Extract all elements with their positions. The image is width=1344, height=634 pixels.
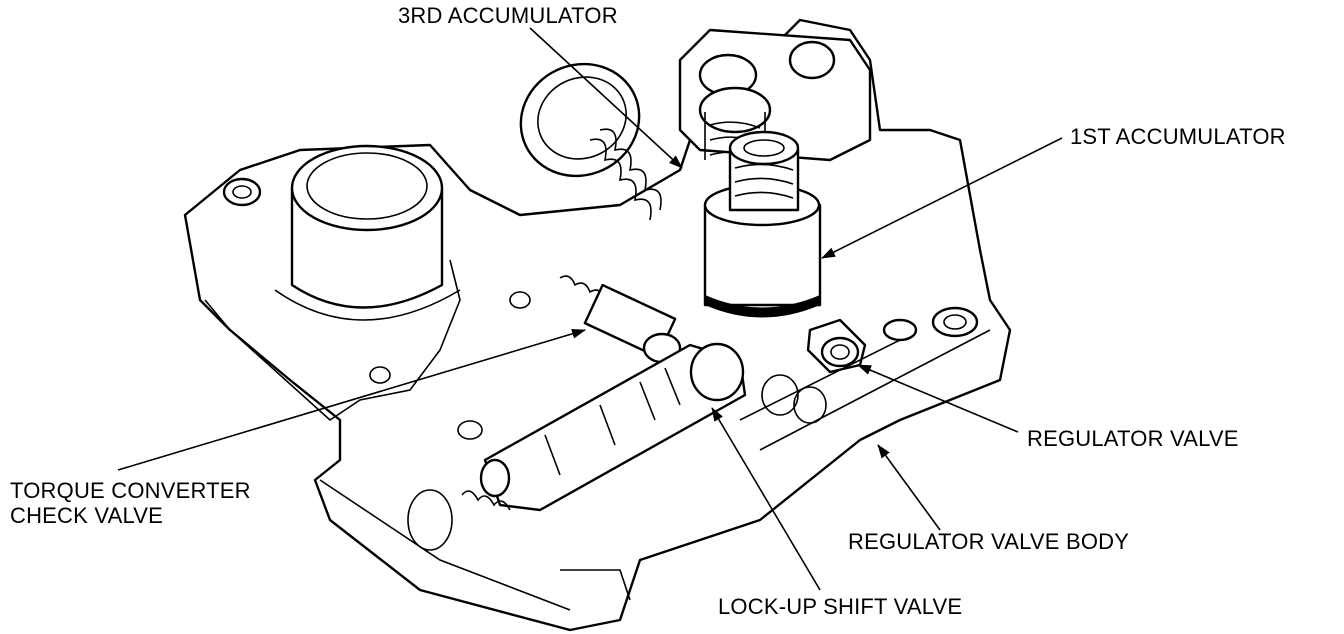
leader-torque-converter [117, 328, 586, 471]
lower-body-edge [319, 479, 631, 611]
label-regulator-valve-body: REGULATOR VALVE BODY [848, 529, 1130, 554]
cylinder-inner [306, 152, 428, 220]
leader-regulator-valve-body [877, 444, 941, 531]
first-accumulator-spring [734, 163, 794, 199]
leader-lock-up-shift-valve [711, 407, 821, 591]
label-torque-converter-line1: TORQUE CONVERTER [10, 478, 251, 503]
label-torque-converter-line2: CHECK VALVE [10, 503, 163, 528]
label-third-accumulator: 3RD ACCUMULATOR [398, 3, 618, 28]
shift-valve-end [689, 342, 745, 402]
mount-hole-right [931, 306, 979, 338]
label-lock-up-shift-valve: LOCK-UP SHIFT VALVE [718, 594, 963, 619]
first-accumulator-ring [705, 295, 820, 318]
label-first-accumulator: 1ST ACCUMULATOR [1070, 124, 1286, 149]
cylinder-base [274, 289, 461, 321]
mount-hole-center [882, 318, 918, 342]
spring-cup [698, 86, 772, 134]
label-regulator-valve: REGULATOR VALVE [1027, 426, 1239, 451]
leader-regulator-valve [857, 364, 1019, 433]
cylinder-top [290, 144, 444, 232]
lock-up-shift-valve [483, 343, 747, 512]
left-pad [204, 259, 461, 422]
mount-hole-left [222, 177, 262, 207]
leader-third-accumulator [529, 27, 683, 169]
third-accumulator-spring [599, 128, 662, 211]
third-accumulator-cap [519, 62, 641, 178]
shift-valve-spring [461, 490, 511, 511]
leader-first-accumulator [821, 137, 1063, 259]
regulator-valve-end [820, 336, 860, 368]
